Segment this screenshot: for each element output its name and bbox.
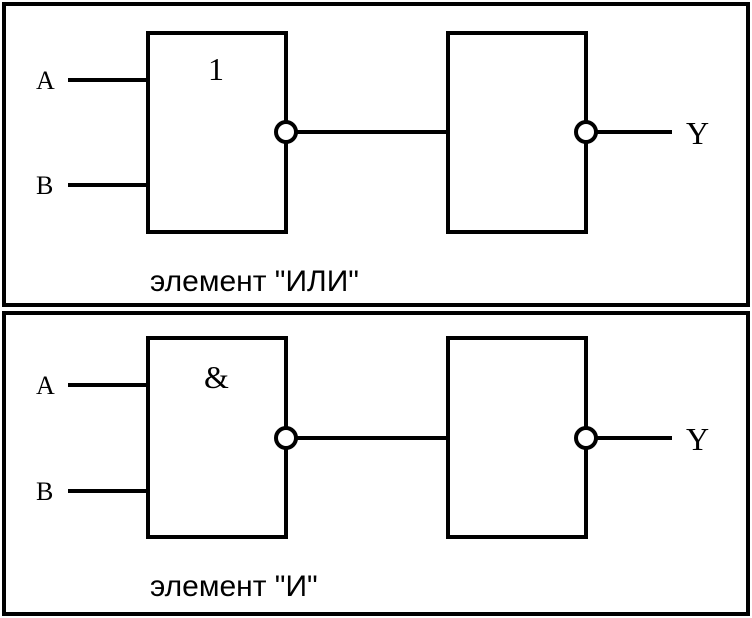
and-gate-inversion-bubble <box>274 426 298 450</box>
input-a-label: A <box>36 66 55 95</box>
not-gate-box <box>446 31 588 234</box>
output-label: Y <box>686 421 709 457</box>
panel-and-frame <box>2 311 750 616</box>
or-gate-symbol: 1 <box>208 51 224 87</box>
not-gate-inversion-bubble <box>574 120 598 144</box>
input-b-label: B <box>36 477 53 506</box>
not-gate-inversion-bubble <box>574 426 598 450</box>
panel-or: A B 1 Y элемент "ИЛИ" <box>2 2 750 307</box>
caption-or: элемент "ИЛИ" <box>150 265 359 298</box>
or-gate-inversion-bubble <box>274 120 298 144</box>
not-gate-box <box>446 336 588 539</box>
input-a-label: A <box>36 371 55 400</box>
input-b-label: B <box>36 171 53 200</box>
output-label: Y <box>686 115 709 151</box>
panel-or-frame <box>2 2 750 307</box>
panel-and: A B & Y элемент "И" <box>2 311 750 616</box>
caption-and: элемент "И" <box>150 570 318 603</box>
and-gate-symbol: & <box>204 359 229 395</box>
